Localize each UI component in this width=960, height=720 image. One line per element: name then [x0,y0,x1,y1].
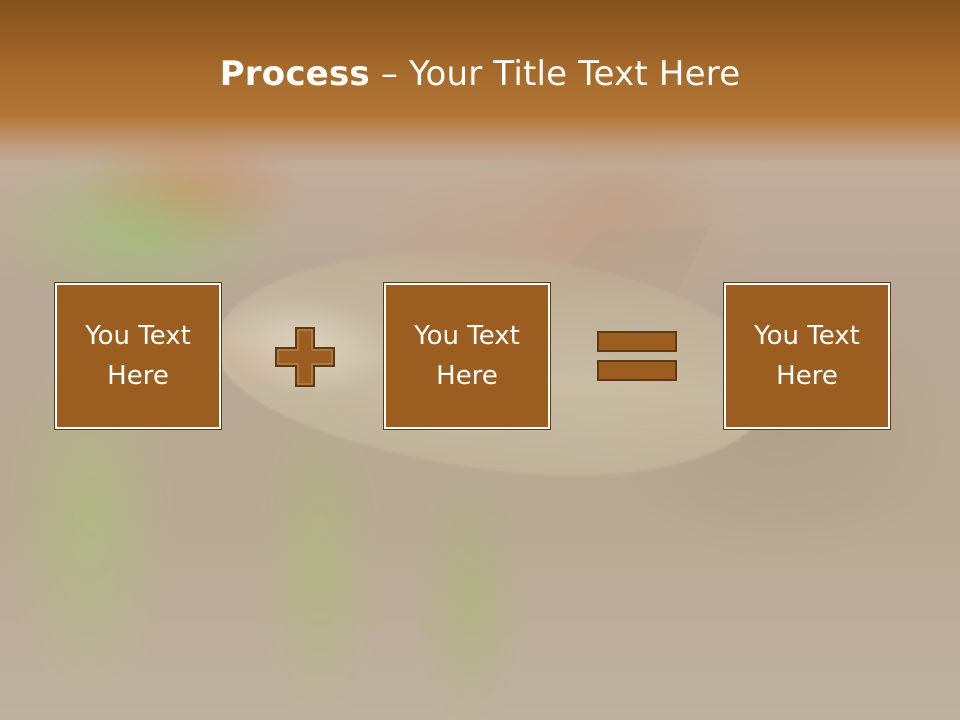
process-box-2: You Text Here [383,282,551,430]
process-box-text: You Text Here [754,321,860,391]
plus-icon [275,327,335,387]
equals-icon [597,331,677,381]
process-box-3: You Text Here [723,282,891,430]
process-box-text: You Text Here [414,321,520,391]
title-rest: – Your Title Text Here [369,54,741,94]
title-bold: Process [219,54,370,94]
title-band [0,0,960,165]
process-box-text: You Text Here [85,321,191,391]
slide-title: Process – Your Title Text Here [0,52,960,96]
process-box-1: You Text Here [54,282,222,430]
